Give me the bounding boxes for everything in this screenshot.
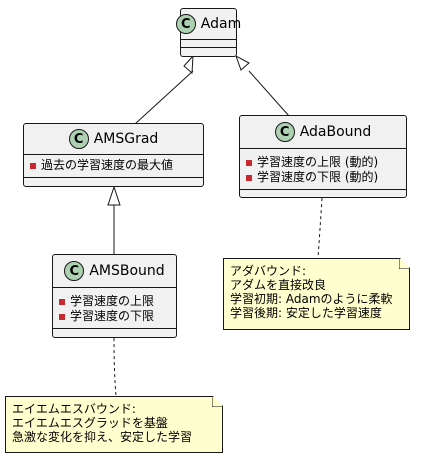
methods-section bbox=[24, 177, 203, 186]
note-fold-icon bbox=[212, 396, 223, 407]
class-name-amsbound: AMSBound bbox=[89, 263, 165, 279]
attributes-section bbox=[181, 39, 236, 47]
private-marker-icon bbox=[59, 298, 65, 305]
attribute-text: 学習速度の下限 (動的) bbox=[257, 170, 379, 184]
class-icon: C bbox=[64, 261, 85, 281]
class-adam[interactable]: C Adam bbox=[175, 8, 241, 57]
note-fold-icon bbox=[399, 258, 410, 269]
class-header: C Adam bbox=[175, 9, 241, 39]
inheritance-arrowhead-amsgrad bbox=[107, 185, 121, 206]
note-line: 急激な変化を抑え、安定した学習 bbox=[12, 430, 193, 444]
note-line: エイエムエスバウンド: bbox=[12, 402, 136, 416]
attributes-section: 学習速度の上限 学習速度の下限 bbox=[53, 287, 176, 328]
attribute-text: 過去の学習速度の最大値 bbox=[41, 158, 174, 172]
methods-section bbox=[53, 328, 176, 337]
class-name-adabound: AdaBound bbox=[299, 124, 372, 140]
note-adabound[interactable]: アダバウンド: アダムを直接改良 学習初期: Adamのように柔軟 学習後期: … bbox=[223, 258, 410, 330]
class-header: C AMSBound bbox=[53, 255, 176, 287]
attribute-text: 学習速度の上限 bbox=[70, 294, 155, 308]
note-line: エイエムエスグラッドを基盤 bbox=[12, 416, 168, 430]
attribute-text: 学習速度の上限 (動的) bbox=[257, 155, 379, 169]
attribute-text: 学習速度の下限 bbox=[70, 309, 155, 323]
inheritance-amsgrad-adam bbox=[134, 70, 194, 125]
note-link-adabound bbox=[317, 197, 323, 259]
methods-section bbox=[240, 189, 406, 198]
private-marker-icon bbox=[59, 313, 65, 320]
inheritance-adabound-adam bbox=[248, 70, 290, 117]
private-marker-icon bbox=[246, 159, 252, 166]
class-amsgrad[interactable]: C AMSGrad 過去の学習速度の最大値 bbox=[23, 123, 204, 187]
note-line: アダバウンド: bbox=[230, 264, 307, 278]
class-name-amsgrad: AMSGrad bbox=[93, 131, 159, 147]
methods-section bbox=[181, 47, 236, 56]
private-marker-icon bbox=[30, 162, 36, 169]
class-icon: C bbox=[274, 122, 295, 142]
inheritance-arrowhead-adam-left bbox=[183, 54, 194, 75]
class-adabound[interactable]: C AdaBound 学習速度の上限 (動的) 学習速度の下限 (動的) bbox=[239, 115, 407, 198]
class-icon: C bbox=[68, 129, 89, 149]
private-marker-icon bbox=[246, 174, 252, 181]
attribute-row: 学習速度の上限 (動的) bbox=[246, 155, 406, 170]
attributes-section: 学習速度の上限 (動的) 学習速度の下限 (動的) bbox=[240, 148, 406, 189]
note-line: 学習後期: 安定した学習速度 bbox=[230, 306, 382, 320]
class-name-adam: Adam bbox=[200, 16, 242, 32]
attributes-section: 過去の学習速度の最大値 bbox=[24, 154, 203, 177]
note-line: 学習初期: Adamのように柔軟 bbox=[230, 292, 393, 306]
attribute-row: 過去の学習速度の最大値 bbox=[30, 158, 203, 173]
inheritance-arrowhead-adam-right bbox=[235, 54, 250, 71]
attribute-row: 学習速度の上限 bbox=[59, 294, 176, 309]
class-amsbound[interactable]: C AMSBound 学習速度の上限 学習速度の下限 bbox=[52, 254, 177, 338]
class-header: C AMSGrad bbox=[24, 124, 203, 154]
attribute-row: 学習速度の下限 (動的) bbox=[246, 170, 406, 185]
note-amsbound[interactable]: エイエムエスバウンド: エイエムエスグラッドを基盤 急激な変化を抑え、安定した学… bbox=[5, 396, 223, 453]
note-link-amsbound bbox=[113, 337, 117, 397]
class-icon: C bbox=[175, 14, 196, 34]
class-header: C AdaBound bbox=[240, 116, 406, 148]
note-line: アダムを直接改良 bbox=[230, 278, 327, 292]
attribute-row: 学習速度の下限 bbox=[59, 309, 176, 324]
